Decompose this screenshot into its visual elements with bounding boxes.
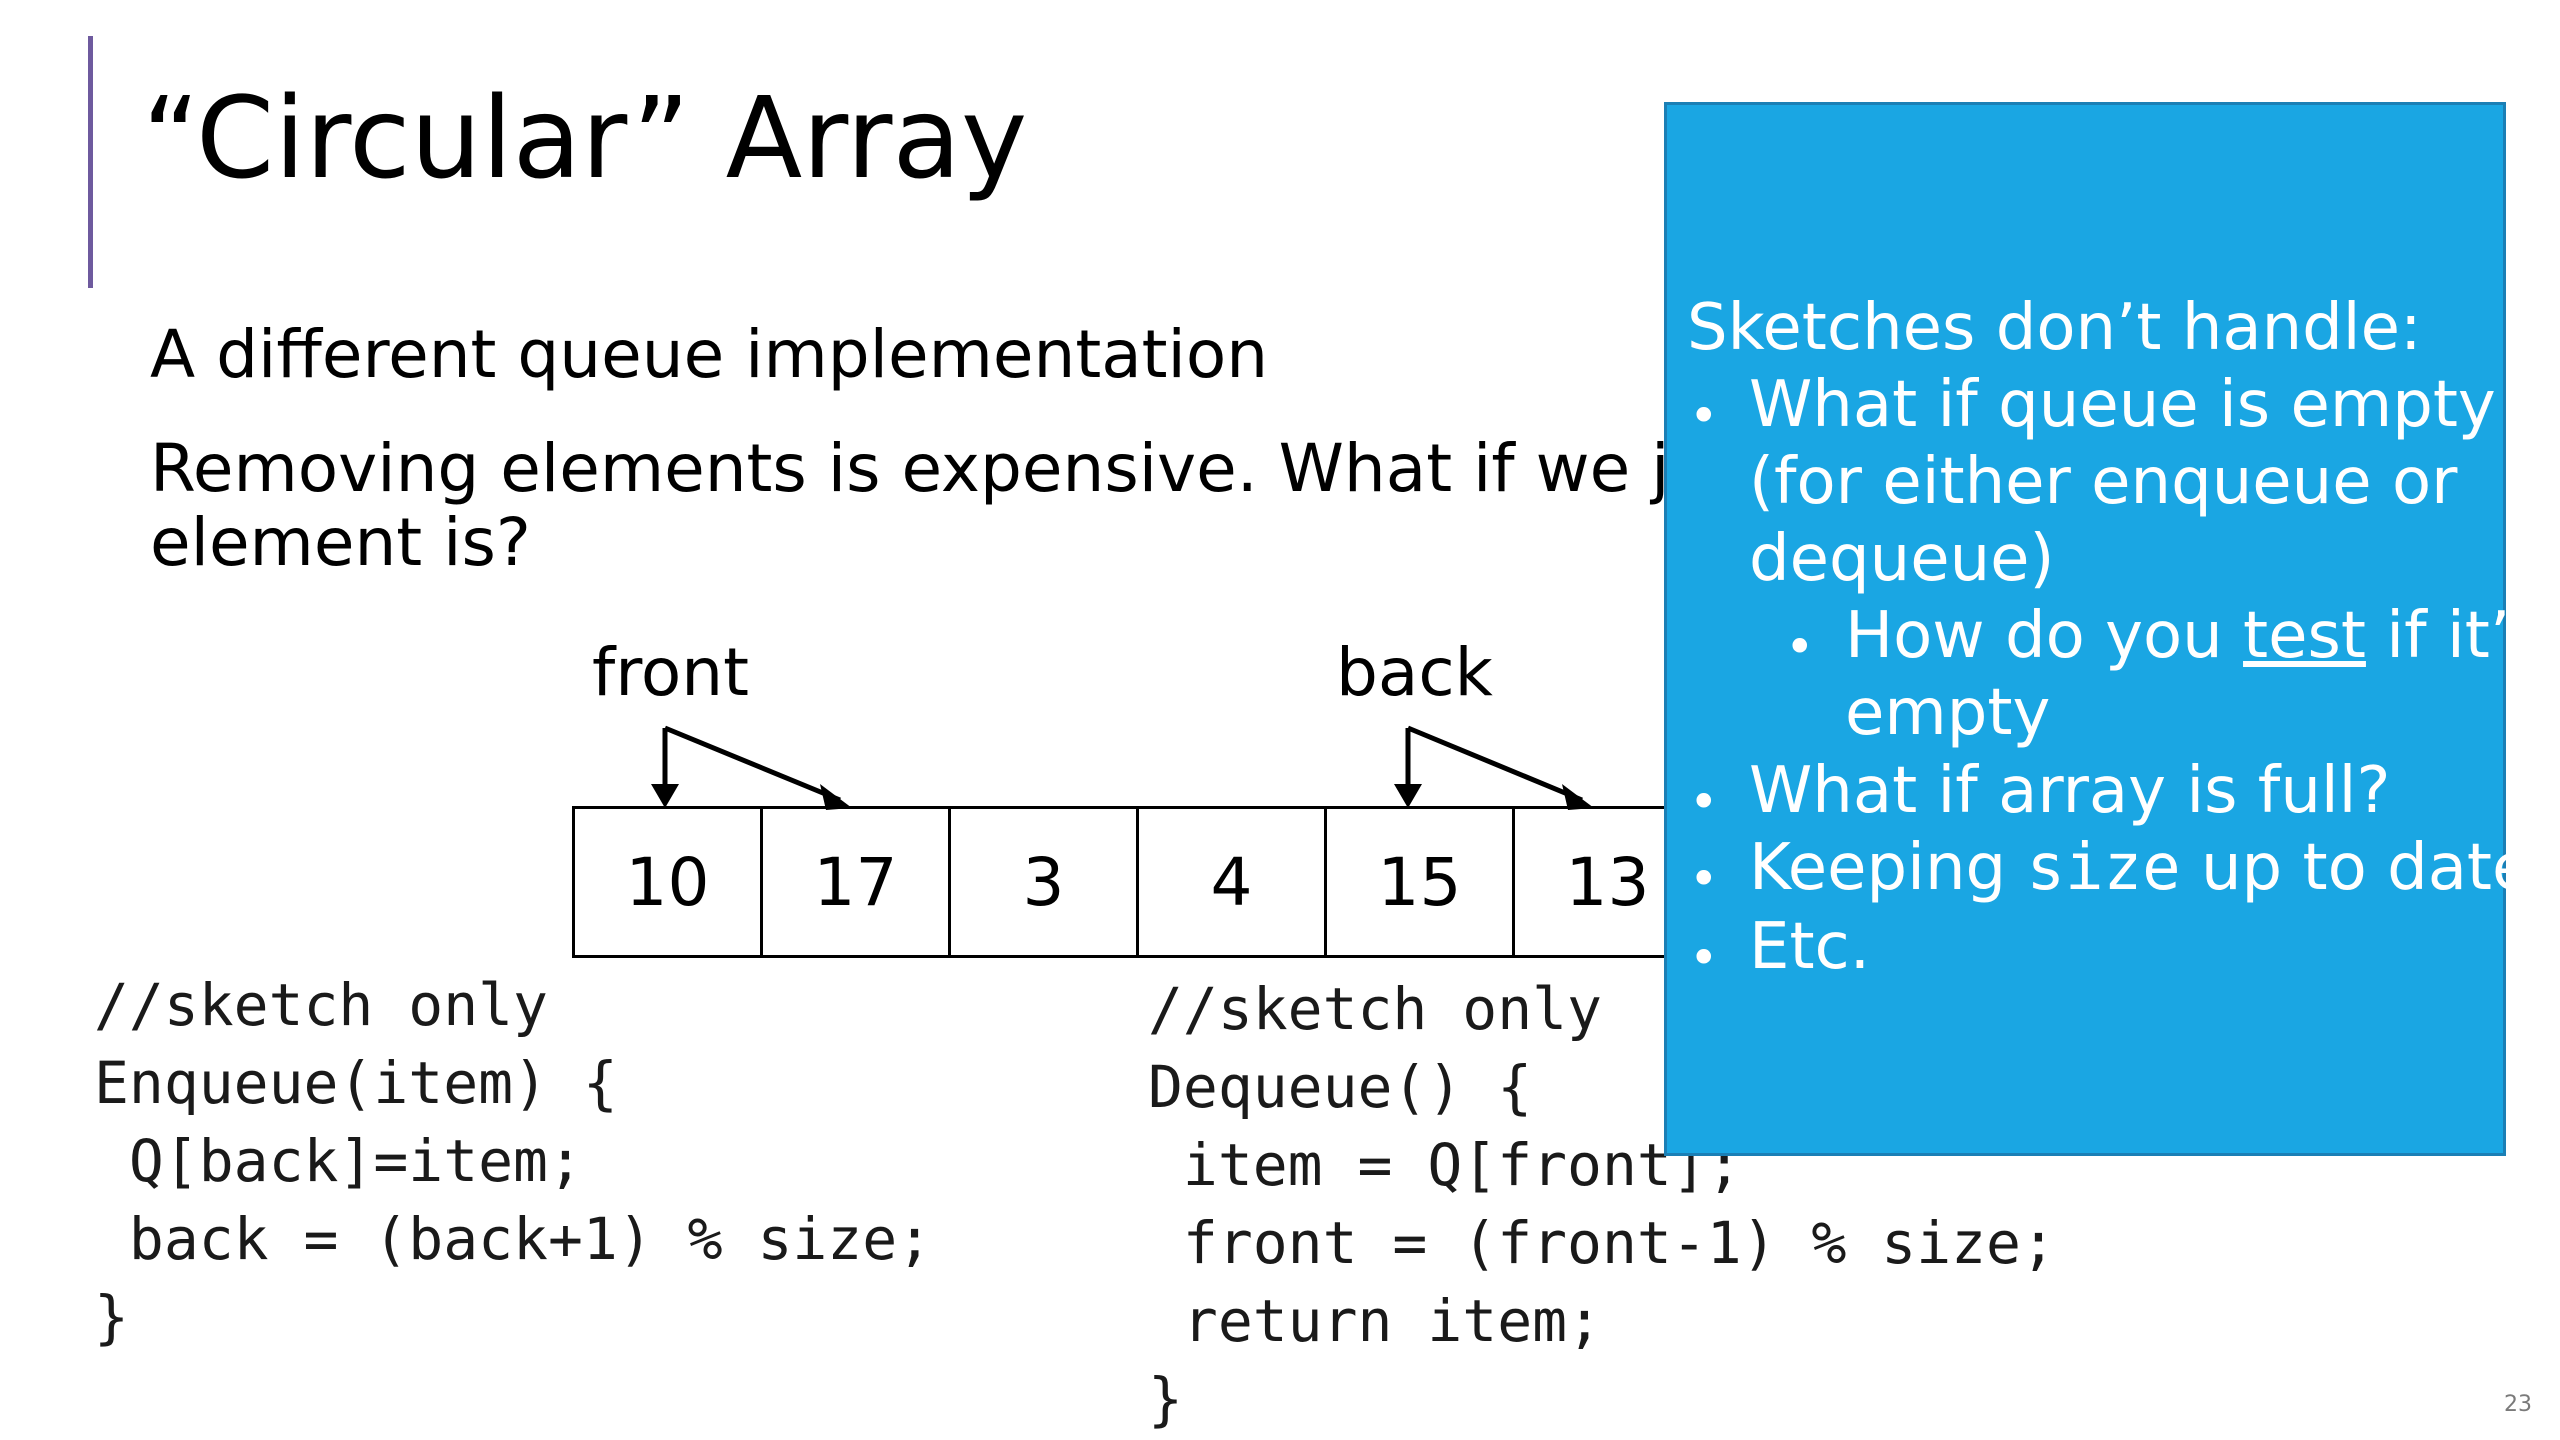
code-line: Enqueue(item) { — [94, 1049, 618, 1117]
front-arrows — [651, 725, 852, 810]
bullet-icon: • — [1689, 773, 1719, 831]
code-line: //sketch only — [1148, 975, 1602, 1043]
callout-text: (for either enqueue or — [1749, 445, 2458, 519]
code-line: front = (front-1) % size; — [1148, 1209, 2056, 1277]
code-line: return item; — [1148, 1287, 1602, 1355]
callout-item-full: What if array is full? — [1749, 754, 2391, 828]
front-arrowhead-down — [651, 784, 679, 808]
front-arrow-diagonal — [664, 725, 841, 803]
array-cell: 10 — [572, 806, 763, 958]
callout-item-size: Keeping size up to date — [1749, 830, 2531, 907]
code-line: Dequeue() { — [1148, 1053, 1533, 1121]
array-cell: 15 — [1324, 806, 1515, 958]
body-paragraph-line-2: element is? — [150, 504, 531, 581]
code-line: back = (back+1) % size; — [94, 1205, 933, 1273]
slide-title: “Circular” Array — [142, 74, 1028, 204]
code-line: //sketch only — [94, 971, 548, 1039]
callout-subitem-test: How do you test if it’s empty — [1845, 598, 2544, 752]
sketches-callout: Sketches don’t handle: • What if queue i… — [1664, 102, 2544, 1156]
slide-number: 23 — [2504, 1392, 2532, 1417]
callout-text: if it’s — [2365, 599, 2544, 673]
array-cell: 17 — [760, 806, 951, 958]
callout-heading: Sketches don’t handle: — [1687, 291, 2422, 365]
code-line: Q[back]=item; — [94, 1127, 583, 1195]
bullet-icon: • — [1689, 387, 1719, 445]
code-line: } — [94, 1283, 129, 1351]
back-arrow-diagonal — [1407, 725, 1583, 803]
callout-item-empty: What if queue is empty (for either enque… — [1749, 367, 2496, 598]
array-cell: 3 — [948, 806, 1139, 958]
size-code: size — [2026, 831, 2181, 905]
callout-item-etc: Etc. — [1749, 910, 1871, 984]
code-line: } — [1148, 1365, 1183, 1433]
bullet-icon: • — [1689, 929, 1719, 987]
back-arrowhead-down — [1394, 784, 1422, 808]
callout-text: dequeue) — [1749, 522, 2055, 596]
callout-text: Keeping — [1749, 831, 2027, 905]
body-paragraph: Removing elements is expensive. What if … — [150, 432, 1859, 580]
back-label: back — [1336, 634, 1493, 711]
callout-text: up to date — [2180, 831, 2532, 905]
callout-text: How do you — [1845, 599, 2244, 673]
back-arrows — [1394, 725, 1594, 810]
callout-text: empty — [1845, 676, 2051, 750]
subtitle-line: A different queue implementation — [150, 316, 1269, 393]
test-underlined: test — [2243, 599, 2366, 673]
callout-text: What if queue is empty — [1749, 368, 2496, 442]
bullet-icon: • — [1785, 618, 1815, 676]
accent-bar — [88, 36, 93, 288]
front-label: front — [592, 634, 750, 711]
bullet-icon: • — [1689, 850, 1719, 908]
body-paragraph-line-1: Removing elements is expensive. What if … — [150, 430, 1859, 507]
array-cell: 4 — [1136, 806, 1327, 958]
